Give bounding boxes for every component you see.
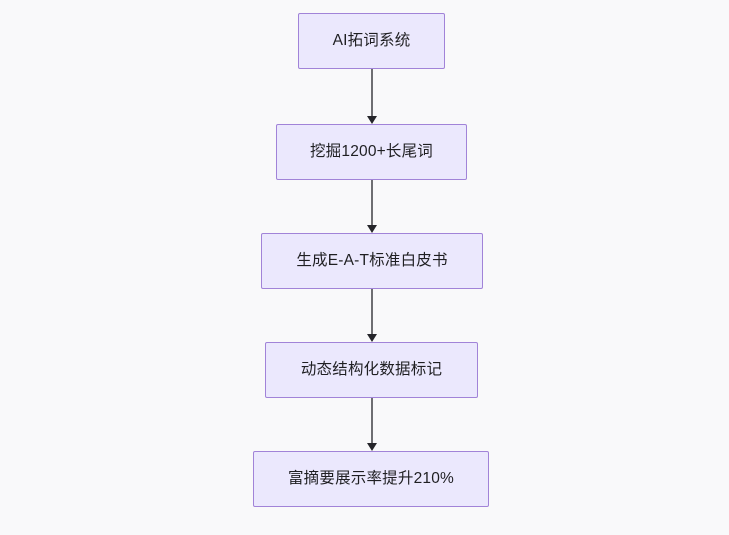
flow-node-label: 富摘要展示率提升210% <box>287 470 455 488</box>
flow-node-label: AI拓词系统 <box>332 32 411 50</box>
flow-node-label: 挖掘1200+长尾词 <box>309 143 434 161</box>
arrowhead-icon <box>367 334 377 342</box>
flow-node-generate-eat-whitepaper[interactable]: 生成E-A-T标准白皮书 <box>261 233 483 289</box>
flow-node-dynamic-structured-data-markup[interactable]: 动态结构化数据标记 <box>265 342 478 398</box>
flow-node-ai-keyword-system[interactable]: AI拓词系统 <box>298 13 445 69</box>
edge-line <box>371 69 373 116</box>
arrowhead-icon <box>367 116 377 124</box>
edge-line <box>371 180 373 225</box>
flow-node-rich-snippet-impression-uplift[interactable]: 富摘要展示率提升210% <box>253 451 489 507</box>
edge-line <box>371 398 373 443</box>
flow-node-label: 生成E-A-T标准白皮书 <box>296 252 448 270</box>
flow-node-label: 动态结构化数据标记 <box>300 361 443 379</box>
flow-node-mine-longtail-keywords[interactable]: 挖掘1200+长尾词 <box>276 124 467 180</box>
arrowhead-icon <box>367 225 377 233</box>
edge-line <box>371 289 373 334</box>
arrowhead-icon <box>367 443 377 451</box>
